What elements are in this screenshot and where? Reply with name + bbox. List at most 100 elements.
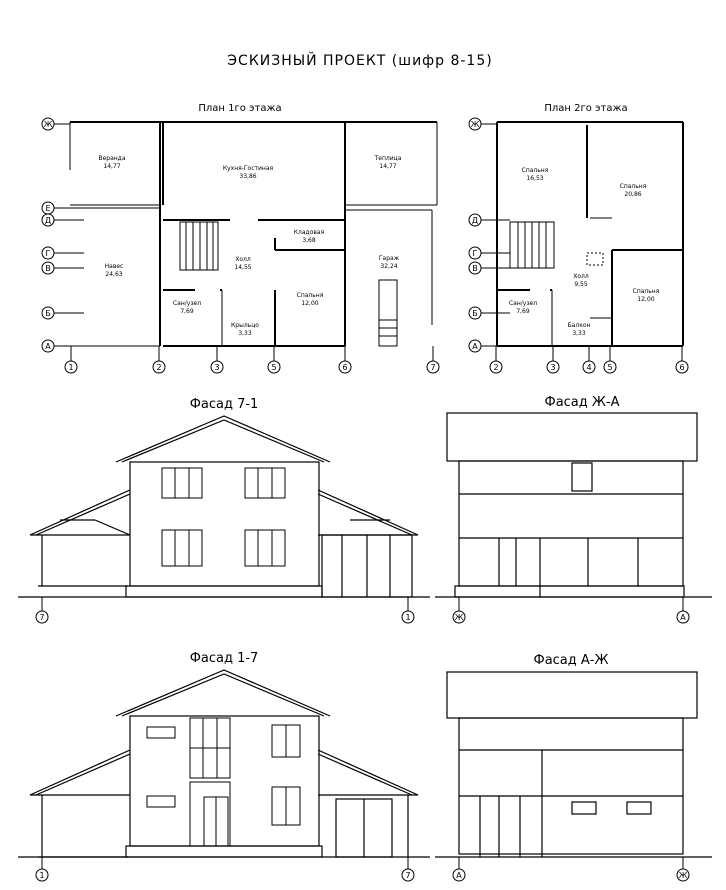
svg-text:Ж: Ж xyxy=(455,613,464,622)
svg-text:1: 1 xyxy=(68,363,73,372)
plan1-axis-5: 5 xyxy=(267,346,281,374)
svg-text:А: А xyxy=(456,871,462,880)
svg-text:Г: Г xyxy=(473,249,478,258)
svg-text:Б: Б xyxy=(472,309,478,318)
hall1-name: Холл xyxy=(235,256,251,263)
p2-bedroom1-area: 16,53 xyxy=(526,175,543,182)
p2-bedroom2-area: 20,86 xyxy=(624,191,641,198)
svg-text:2: 2 xyxy=(493,363,498,372)
bath1-name: Сан/узел xyxy=(173,300,201,307)
facade-7-1-title: Фасад 7-1 xyxy=(190,397,259,412)
plan2-col-axes: 2 3 4 5 6 xyxy=(489,346,689,374)
plan1-walls xyxy=(69,121,438,347)
svg-text:1: 1 xyxy=(39,871,44,880)
porch-name: Крыльцо xyxy=(231,322,259,329)
svg-text:А: А xyxy=(680,613,686,622)
bath1-area: 7,69 xyxy=(180,308,194,315)
kitchen-name: Кухня-Гостиная xyxy=(223,165,274,172)
pantry-name: Кладовая xyxy=(294,229,325,236)
p2-bedroom2-name: Спальня xyxy=(620,183,647,190)
plan1-axis-d: Д xyxy=(41,213,84,227)
kitchen-area: 33,86 xyxy=(239,173,256,180)
plan2-walls xyxy=(496,121,684,347)
svg-text:7: 7 xyxy=(405,871,410,880)
canopy-name: Навес xyxy=(105,263,124,270)
svg-text:В: В xyxy=(45,264,51,273)
plan1-axis-3: 3 xyxy=(210,346,224,374)
plan2-room-labels: Спальня 16,53 Спальня 20,86 Холл 9,55 Са… xyxy=(509,167,660,337)
p2-bedroom3-area: 12,00 xyxy=(637,296,654,303)
canopy-area: 24,63 xyxy=(105,271,122,278)
p2-balcony-area: 3,33 xyxy=(572,330,586,337)
plan1-stairs xyxy=(179,221,219,271)
facade-1-7-windows xyxy=(146,717,301,847)
plan2-axis-6: 6 xyxy=(675,346,689,374)
porch-area: 3,33 xyxy=(238,330,252,337)
plan1-room-labels: Веранда 14,77 Кухня-Гостиная 33,86 Тепли… xyxy=(98,155,401,337)
plan2-axis-3: 3 xyxy=(546,346,560,374)
plan1-axis-1: 1 xyxy=(64,346,78,374)
facade-1-7-axes: 1 7 xyxy=(35,857,415,882)
plan2-axis-a: А xyxy=(468,339,497,353)
plan2-axis-d: Д xyxy=(468,213,510,227)
svg-text:5: 5 xyxy=(607,363,612,372)
hall1-area: 14,55 xyxy=(234,264,251,271)
p2-bath-area: 7,69 xyxy=(516,308,530,315)
svg-text:А: А xyxy=(472,342,478,351)
svg-text:Б: Б xyxy=(45,309,51,318)
svg-text:5: 5 xyxy=(271,363,276,372)
plan2-axis-v: В xyxy=(468,261,510,275)
plan2-title: План 2го этажа xyxy=(544,103,627,114)
svg-text:Ж: Ж xyxy=(471,120,480,129)
facade-a-zh: Фасад А-Ж А Ж xyxy=(435,653,712,882)
plan-floor-1: План 1го этажа xyxy=(41,103,440,374)
facade-zh-a-axes: Ж А xyxy=(452,597,690,624)
plan2-axis-2: 2 xyxy=(489,346,503,374)
facade-1-7: Фасад 1-7 xyxy=(18,651,430,882)
garage-area: 32,24 xyxy=(380,263,397,270)
plan1-axis-b: Б xyxy=(41,306,84,320)
plan2-axis-5: 5 xyxy=(603,346,617,374)
garage-name: Гараж xyxy=(379,255,400,262)
plan1-row-axes: Ж Е Д Г В Б А xyxy=(41,117,160,353)
p2-hall-area: 9,55 xyxy=(574,281,588,288)
facade-7-1-axes: 7 1 xyxy=(35,597,415,624)
bedroom1-name: Спальня xyxy=(297,292,324,299)
plan2-axis-zh: Ж xyxy=(468,117,497,131)
p2-bedroom3-name: Спальня xyxy=(633,288,660,295)
greenhouse-name: Теплица xyxy=(374,155,402,162)
facade-zh-a: Фасад Ж-А Ж А xyxy=(435,395,712,624)
plan2-stairs xyxy=(509,221,604,269)
svg-text:6: 6 xyxy=(679,363,684,372)
svg-text:Ж: Ж xyxy=(679,871,688,880)
svg-text:7: 7 xyxy=(39,613,44,622)
svg-text:А: А xyxy=(45,342,51,351)
facade-a-zh-axes: А Ж xyxy=(452,857,690,882)
sheet-title: ЭСКИЗНЫЙ ПРОЕКТ (шифр 8-15) xyxy=(227,51,492,69)
svg-text:7: 7 xyxy=(430,363,435,372)
veranda-name: Веранда xyxy=(98,155,125,162)
plan2-axis-g: Г xyxy=(468,246,510,260)
svg-text:3: 3 xyxy=(550,363,555,372)
svg-text:Д: Д xyxy=(45,216,51,225)
plan1-col-axes: 1 2 3 5 6 7 xyxy=(64,346,440,374)
plan2-axis-b: Б xyxy=(468,306,510,320)
svg-text:1: 1 xyxy=(405,613,410,622)
facade-a-zh-title: Фасад А-Ж xyxy=(534,653,609,668)
facade-1-7-title: Фасад 1-7 xyxy=(190,651,259,666)
plan1-axis-7: 7 xyxy=(426,346,440,374)
p2-bedroom1-name: Спальня xyxy=(522,167,549,174)
svg-text:Г: Г xyxy=(46,249,51,258)
p2-bath-name: Сан/узел xyxy=(509,300,537,307)
plan2-axis-4: 4 xyxy=(582,346,596,374)
plan1-garage-steps xyxy=(378,279,398,347)
svg-text:3: 3 xyxy=(214,363,219,372)
svg-text:Д: Д xyxy=(472,216,478,225)
plan1-axis-g: Г xyxy=(41,246,84,260)
plan1-axis-6: 6 xyxy=(338,346,352,374)
plan1-axis-e: Е xyxy=(41,201,160,215)
greenhouse-area: 14,77 xyxy=(379,163,396,170)
plan1-axis-zh: Ж xyxy=(41,117,70,131)
veranda-area: 14,77 xyxy=(103,163,120,170)
